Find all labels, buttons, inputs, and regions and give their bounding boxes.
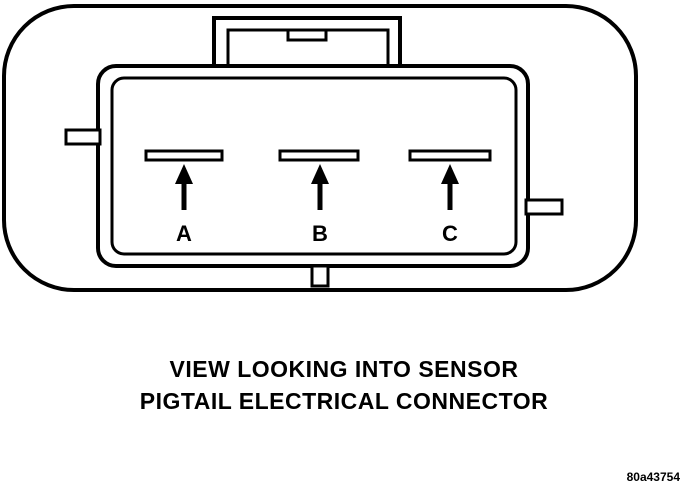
arrow-b-head: [311, 164, 329, 184]
figure-id: 80a43754: [626, 470, 680, 484]
pin-label-b: B: [312, 221, 328, 246]
connector-face-inner: [110, 76, 518, 256]
caption-line-1: VIEW LOOKING INTO SENSOR: [169, 356, 519, 382]
right-key: [524, 198, 564, 216]
locking-tab-inner: [226, 28, 390, 66]
pin-b: B: [278, 149, 360, 246]
terminal-c: [408, 149, 492, 162]
locking-tab: [212, 16, 402, 66]
left-key: [64, 128, 102, 146]
connector-diagram: A B C: [2, 4, 638, 292]
pin-label-c: C: [442, 221, 458, 246]
bottom-key: [310, 264, 330, 288]
pin-c: C: [408, 149, 492, 246]
locking-tab-latch: [286, 28, 328, 42]
terminal-b: [278, 149, 360, 162]
arrow-a-head: [175, 164, 193, 184]
caption-line-2: PIGTAIL ELECTRICAL CONNECTOR: [139, 388, 549, 414]
arrow-c-head: [441, 164, 459, 184]
pin-label-a: A: [176, 221, 192, 246]
connector-housing: [2, 4, 638, 292]
terminal-a: [144, 149, 224, 162]
pin-a: A: [144, 149, 224, 246]
